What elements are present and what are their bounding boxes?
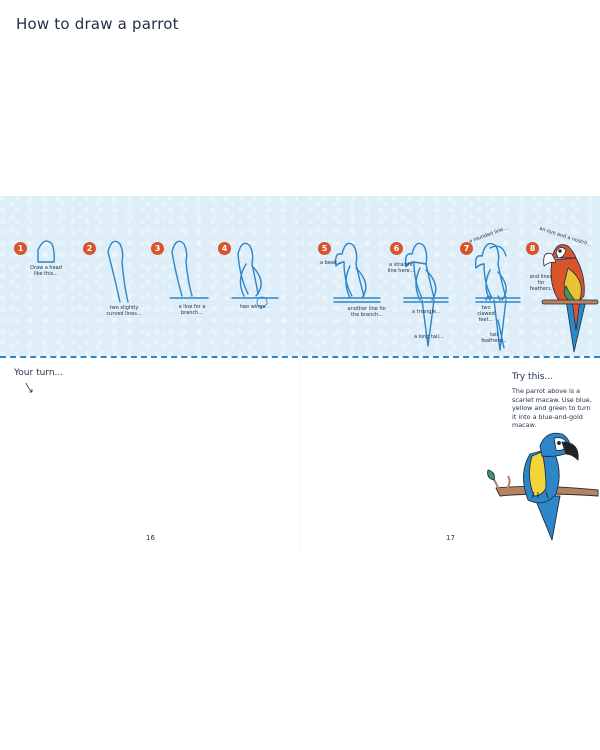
- step-badge-3: 3: [151, 242, 164, 255]
- step4-label: two wings...: [240, 304, 270, 310]
- step7-rounded-line: [489, 245, 507, 257]
- step3-curve-right: [185, 261, 193, 297]
- page-title: How to draw a parrot: [16, 15, 179, 33]
- step-badge-4: 4: [218, 242, 231, 255]
- step8-label-feathers: and lines for feathers.: [529, 274, 553, 292]
- blue-gold-macaw: [487, 432, 599, 541]
- try-this-heading: Try this...: [512, 372, 554, 382]
- step6-tail-triangle: [421, 299, 435, 347]
- step4-body-left: [237, 253, 249, 295]
- step5-beak: [334, 253, 345, 267]
- step4-wing-left: [239, 263, 247, 297]
- step2-label: two slightly curved lines...: [106, 305, 142, 317]
- step2-curve-right: [121, 261, 129, 303]
- step7-beak: [474, 255, 485, 269]
- eye: [557, 441, 561, 445]
- step-badge-5: 5: [318, 242, 331, 255]
- step6-label-triangle: a triangle...: [412, 309, 441, 315]
- step5-wing: [345, 265, 367, 299]
- step6-beak: [404, 253, 415, 267]
- step6-head: [411, 242, 428, 265]
- step7-label-feathers: tail feathers...: [481, 332, 507, 344]
- step4-head: [237, 242, 254, 265]
- step-badge-1: 1: [14, 242, 27, 255]
- step-badge-7: 7: [460, 242, 473, 255]
- step7-tail: [493, 299, 507, 351]
- step2-head: [107, 240, 124, 263]
- try-this-text: The parrot above is a scarlet macaw. Use…: [512, 387, 592, 430]
- step5-label-beak: a beak...: [320, 260, 342, 266]
- feet: [531, 491, 549, 499]
- step7-label-tail: a long tail...: [414, 334, 444, 340]
- step5-label-branch: another line for the branch...: [347, 306, 387, 318]
- page-number-right: 17: [446, 534, 455, 542]
- macaw-eye: [558, 249, 562, 253]
- macaw-face: [555, 247, 567, 259]
- step1-label: Draw a head like this...: [30, 265, 62, 277]
- beak: [561, 441, 579, 461]
- step7-label-feet: two clawed feet...: [477, 305, 495, 323]
- book-gutter: [299, 196, 301, 548]
- page-number-left: 16: [146, 534, 155, 542]
- scarlet-macaw: [541, 244, 599, 353]
- step6-label-line: a straight line here...: [387, 262, 415, 274]
- step1-head: [37, 240, 55, 263]
- step2-curve-left: [107, 251, 121, 303]
- step6-straight-line: [413, 261, 427, 265]
- macaw-branch: [541, 299, 599, 305]
- leaf: [487, 469, 495, 481]
- step4-wing-highlight: [256, 296, 268, 308]
- step-badge-8: 8: [526, 242, 539, 255]
- step3-label: a line for a branch...: [178, 304, 206, 316]
- your-turn-label: Your turn...: [14, 368, 64, 378]
- arrow-icon: [25, 382, 33, 393]
- step-badge-6: 6: [390, 242, 403, 255]
- step4-wing-right: [251, 265, 262, 297]
- step-badge-2: 2: [83, 242, 96, 255]
- step5-head: [341, 242, 358, 265]
- step3-head: [171, 240, 188, 263]
- chest: [529, 451, 547, 497]
- macaw-beak: [543, 252, 557, 267]
- dashed-divider: [0, 356, 600, 358]
- step3-curve-left: [171, 251, 183, 297]
